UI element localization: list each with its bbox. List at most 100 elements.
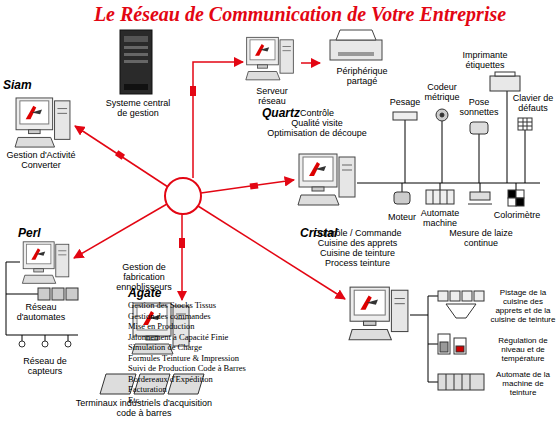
shared-printer bbox=[338, 52, 374, 56]
shared-printer bbox=[330, 30, 382, 60]
network-ring bbox=[201, 180, 294, 193]
shared-printer bbox=[336, 30, 376, 40]
cristal-devices bbox=[438, 291, 484, 390]
perl-devices bbox=[52, 288, 64, 300]
network-ring bbox=[181, 214, 183, 300]
perl-devices bbox=[38, 288, 50, 300]
station-node: Systeme central de gestion bbox=[96, 28, 180, 120]
quartz-bus bbox=[402, 183, 403, 192]
function-item: Gestion des Stocks Tissus bbox=[128, 300, 333, 311]
device-label: Codeur métrique bbox=[420, 82, 464, 102]
device-label: Imprimante étiquettes bbox=[455, 50, 515, 70]
station-caption: Process teinture bbox=[300, 258, 415, 268]
quartz-devices bbox=[508, 190, 516, 198]
quartz-bus bbox=[480, 183, 481, 192]
station-node: ContrôleQualité visiteOptimisation de dé… bbox=[262, 106, 372, 206]
cristal-devices bbox=[456, 346, 464, 352]
cristal-devices bbox=[454, 338, 466, 354]
quartz-bus bbox=[442, 121, 443, 183]
device-label: Automate machine bbox=[417, 208, 463, 228]
cristal-devices bbox=[446, 304, 476, 318]
cristal-wiring bbox=[410, 296, 438, 382]
quartz-devices bbox=[394, 192, 410, 204]
server-tower bbox=[124, 53, 148, 56]
station-caption: Systeme central de gestion bbox=[102, 98, 174, 118]
quartz-bus bbox=[357, 183, 540, 184]
station-caption: Contrôle bbox=[262, 108, 372, 118]
computers bbox=[22, 242, 68, 284]
quartz-bus bbox=[440, 183, 441, 190]
station-caption: Contrôle / Commande bbox=[300, 228, 415, 238]
station-node: SiamGestion d'Activité Converter bbox=[3, 78, 80, 178]
device-label: Pesage bbox=[385, 97, 425, 107]
server-tower bbox=[124, 84, 148, 90]
function-item: Mise en Production bbox=[128, 321, 333, 332]
quartz-bus bbox=[516, 183, 517, 190]
quartz-devices bbox=[516, 198, 524, 206]
network-ring bbox=[74, 204, 167, 258]
function-item: Jalonnement à Capacité Finie bbox=[128, 332, 333, 343]
device-label: Terminaux industriels d'acquisition code… bbox=[74, 398, 214, 418]
quartz-devices bbox=[436, 109, 448, 121]
network-ring bbox=[193, 62, 243, 178]
device-label: Mesure de laize continue bbox=[448, 228, 514, 248]
function-item: Simulation de Charge bbox=[128, 342, 333, 353]
server-tower bbox=[124, 60, 148, 63]
station-node: Périphérique partagé bbox=[320, 26, 400, 92]
quartz-devices bbox=[516, 190, 524, 198]
station-caption: Cuisine des apprets bbox=[300, 238, 415, 248]
quartz-devices bbox=[518, 118, 532, 130]
cristal-devices bbox=[438, 334, 450, 354]
device-label: Réseau d'automates bbox=[14, 302, 68, 322]
device-label: Clavier de défauts bbox=[510, 93, 556, 113]
server-tower bbox=[124, 36, 148, 42]
network-ring bbox=[250, 182, 259, 189]
cristal-wiring bbox=[410, 296, 438, 382]
device-label: Pistage de la cuisine des apprets et de … bbox=[490, 288, 556, 324]
server-tower bbox=[120, 30, 152, 94]
computers bbox=[15, 98, 70, 147]
station-caption: Périphérique partagé bbox=[330, 66, 394, 86]
network-link bbox=[301, 62, 320, 64]
shared-printer bbox=[330, 40, 382, 60]
cristal-devices bbox=[438, 291, 448, 301]
cristal-devices bbox=[438, 374, 484, 390]
cristal-devices bbox=[462, 291, 472, 301]
station-caption: Cuisine de teinture bbox=[300, 248, 415, 258]
perl-devices bbox=[66, 288, 78, 300]
cristal-devices bbox=[446, 374, 470, 390]
device-label: Automate de la machine de teinture bbox=[490, 370, 556, 397]
station-node: AgateGestion des Stocks TissusGestion de… bbox=[128, 286, 333, 416]
computers bbox=[15, 37, 408, 354]
network-ring bbox=[115, 150, 125, 159]
function-item: Facturation bbox=[128, 384, 333, 395]
device-label: Gestion de fabrication ennoblisseurs bbox=[112, 262, 176, 292]
station-node: Perl bbox=[18, 226, 76, 286]
perl-networks bbox=[6, 262, 78, 341]
quartz-devices bbox=[426, 190, 454, 204]
network-ring bbox=[75, 126, 168, 187]
station-node: Contrôle / CommandeCuisine des appretsCu… bbox=[300, 226, 415, 346]
network-ring bbox=[179, 238, 185, 248]
quartz-devices bbox=[440, 113, 444, 117]
network-ring bbox=[165, 178, 201, 214]
perl-devices bbox=[42, 341, 48, 347]
computers bbox=[246, 37, 294, 79]
function-item: Gestion des commandes bbox=[128, 311, 333, 322]
quartz-devices bbox=[393, 112, 417, 120]
station-node: Serveur réseau bbox=[243, 34, 301, 114]
quartz-devices bbox=[470, 122, 488, 134]
quartz-devices bbox=[470, 192, 490, 200]
perl-networks bbox=[6, 262, 78, 341]
perl-devices bbox=[65, 341, 71, 347]
device-label: Moteur bbox=[384, 212, 420, 222]
function-item: Bordereaux d'Expédition bbox=[128, 374, 333, 385]
network-ring bbox=[190, 86, 196, 96]
computers bbox=[298, 154, 355, 205]
perl-devices bbox=[19, 341, 25, 347]
quartz-devices bbox=[495, 72, 515, 76]
quartz-devices bbox=[490, 76, 520, 91]
quartz-bus bbox=[525, 130, 526, 183]
quartz-devices bbox=[518, 118, 532, 130]
